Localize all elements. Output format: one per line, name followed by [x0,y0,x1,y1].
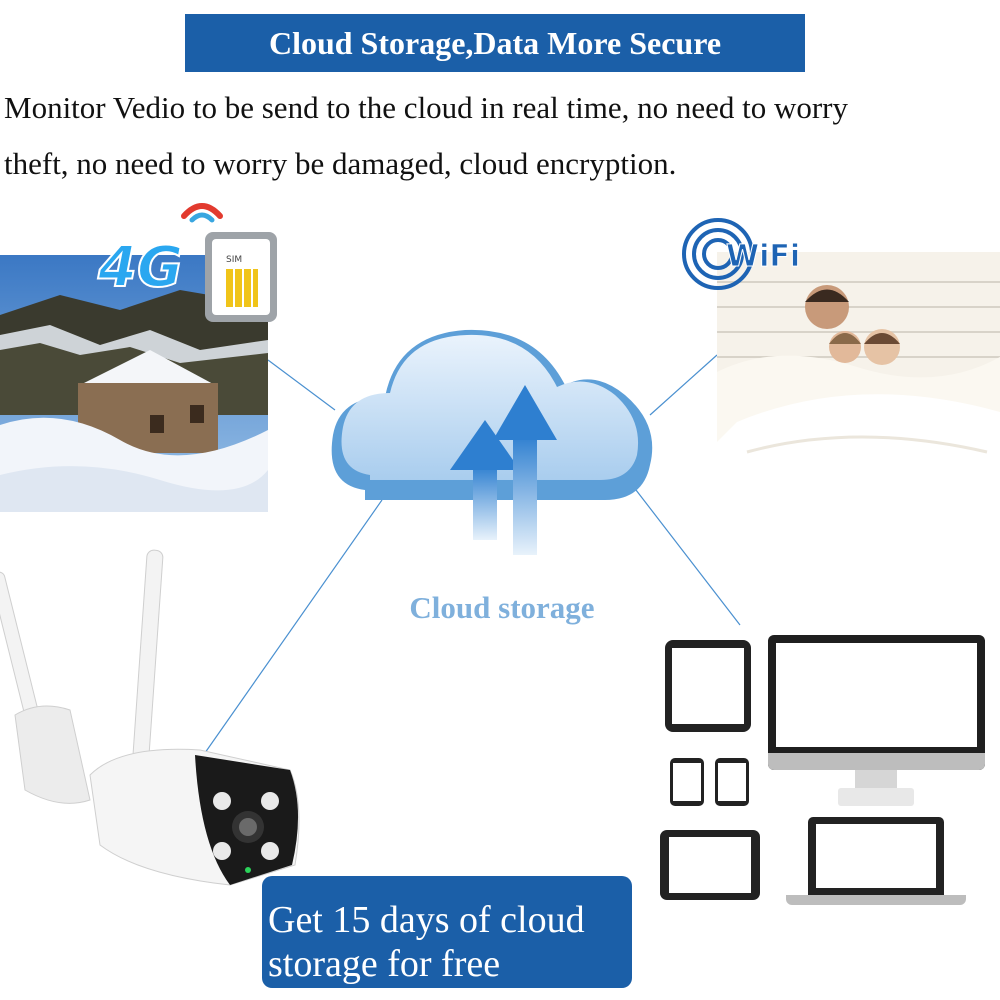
laptop-base [786,895,966,905]
signal-icon: 4G [96,203,223,301]
description-line-1: Monitor Vedio to be send to the cloud in… [4,90,849,125]
description-line-2: theft, no need to worry be damaged, clou… [4,146,677,181]
promo-box: Get 15 days of cloud storage for free [262,876,632,988]
banner-title: Cloud Storage,Data More Secure [185,14,805,72]
cellular-label: 4G [97,235,183,300]
monitor-base [838,788,914,806]
tablet-icon [665,640,751,732]
wifi-label: WiFi [726,239,800,274]
family-bed-photo [717,252,1000,513]
monitor-icon [768,635,985,770]
sim-card-icon: SIM [205,232,277,322]
monitor-stand [855,770,897,788]
laptop-icon [808,817,944,895]
phone-icon [715,758,749,806]
phone-icon [670,758,704,806]
sim-label: SIM [226,255,243,265]
upload-arrow-icon [450,385,557,555]
wifi-icon: WiFi [680,214,830,294]
cloud-storage-caption: Cloud storage [409,590,595,625]
promo-line-1: Get 15 days of cloud [268,899,585,941]
tablet-landscape-icon [660,830,760,900]
description-text: Monitor Vedio to be send to the cloud in… [4,80,996,192]
ip-camera-icon [0,549,300,886]
promo-line-2: storage for free [268,943,501,985]
cloud-icon [331,329,653,555]
